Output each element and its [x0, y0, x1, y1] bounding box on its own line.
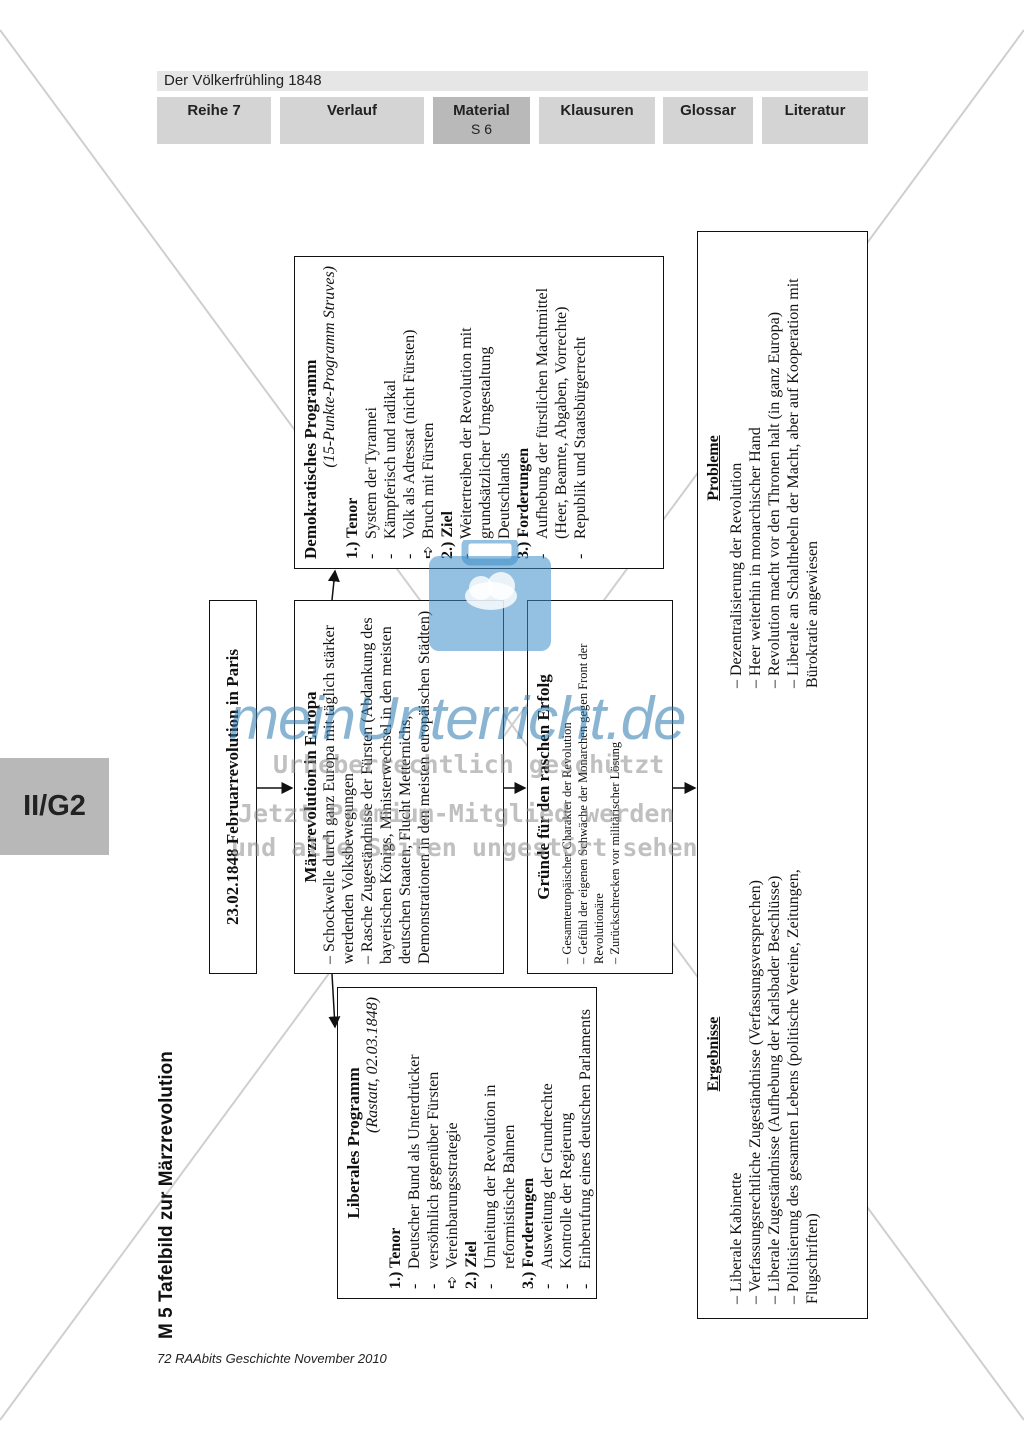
- tab-label: Literatur: [784, 102, 846, 119]
- tab-klausuren[interactable]: Klausuren: [539, 97, 655, 144]
- tab-reihe[interactable]: Reihe 7: [157, 97, 271, 144]
- tab-verlauf[interactable]: Verlauf: [280, 97, 424, 144]
- tab-material[interactable]: Material S 6: [433, 97, 530, 144]
- board-stage: M 5 Tafelbild zur Märzrevolution Liberal…: [156, 228, 868, 1339]
- tab-label: Reihe 7: [187, 102, 241, 119]
- tab-page: S 6: [470, 121, 492, 137]
- tab-literatur[interactable]: Literatur: [762, 97, 868, 144]
- tab-label: Material: [453, 102, 510, 119]
- tab-glossar[interactable]: Glossar: [663, 97, 753, 144]
- section-tag: II/G2: [0, 758, 109, 855]
- arrow-maerz-to-demokratisch: [327, 569, 340, 601]
- flow-arrows: [257, 569, 697, 1029]
- tab-label: Glossar: [680, 102, 736, 119]
- series-title: Der Völkerfrühling 1848: [157, 71, 868, 91]
- arrow-maerz-to-liberal: [328, 973, 341, 1029]
- tafelbild-board: M 5 Tafelbild zur Märzrevolution Liberal…: [156, 228, 868, 1339]
- page-footer: 72 RAAbits Geschichte November 2010: [157, 1351, 387, 1366]
- tab-label: Verlauf: [326, 102, 378, 119]
- tab-label: Klausuren: [560, 102, 634, 119]
